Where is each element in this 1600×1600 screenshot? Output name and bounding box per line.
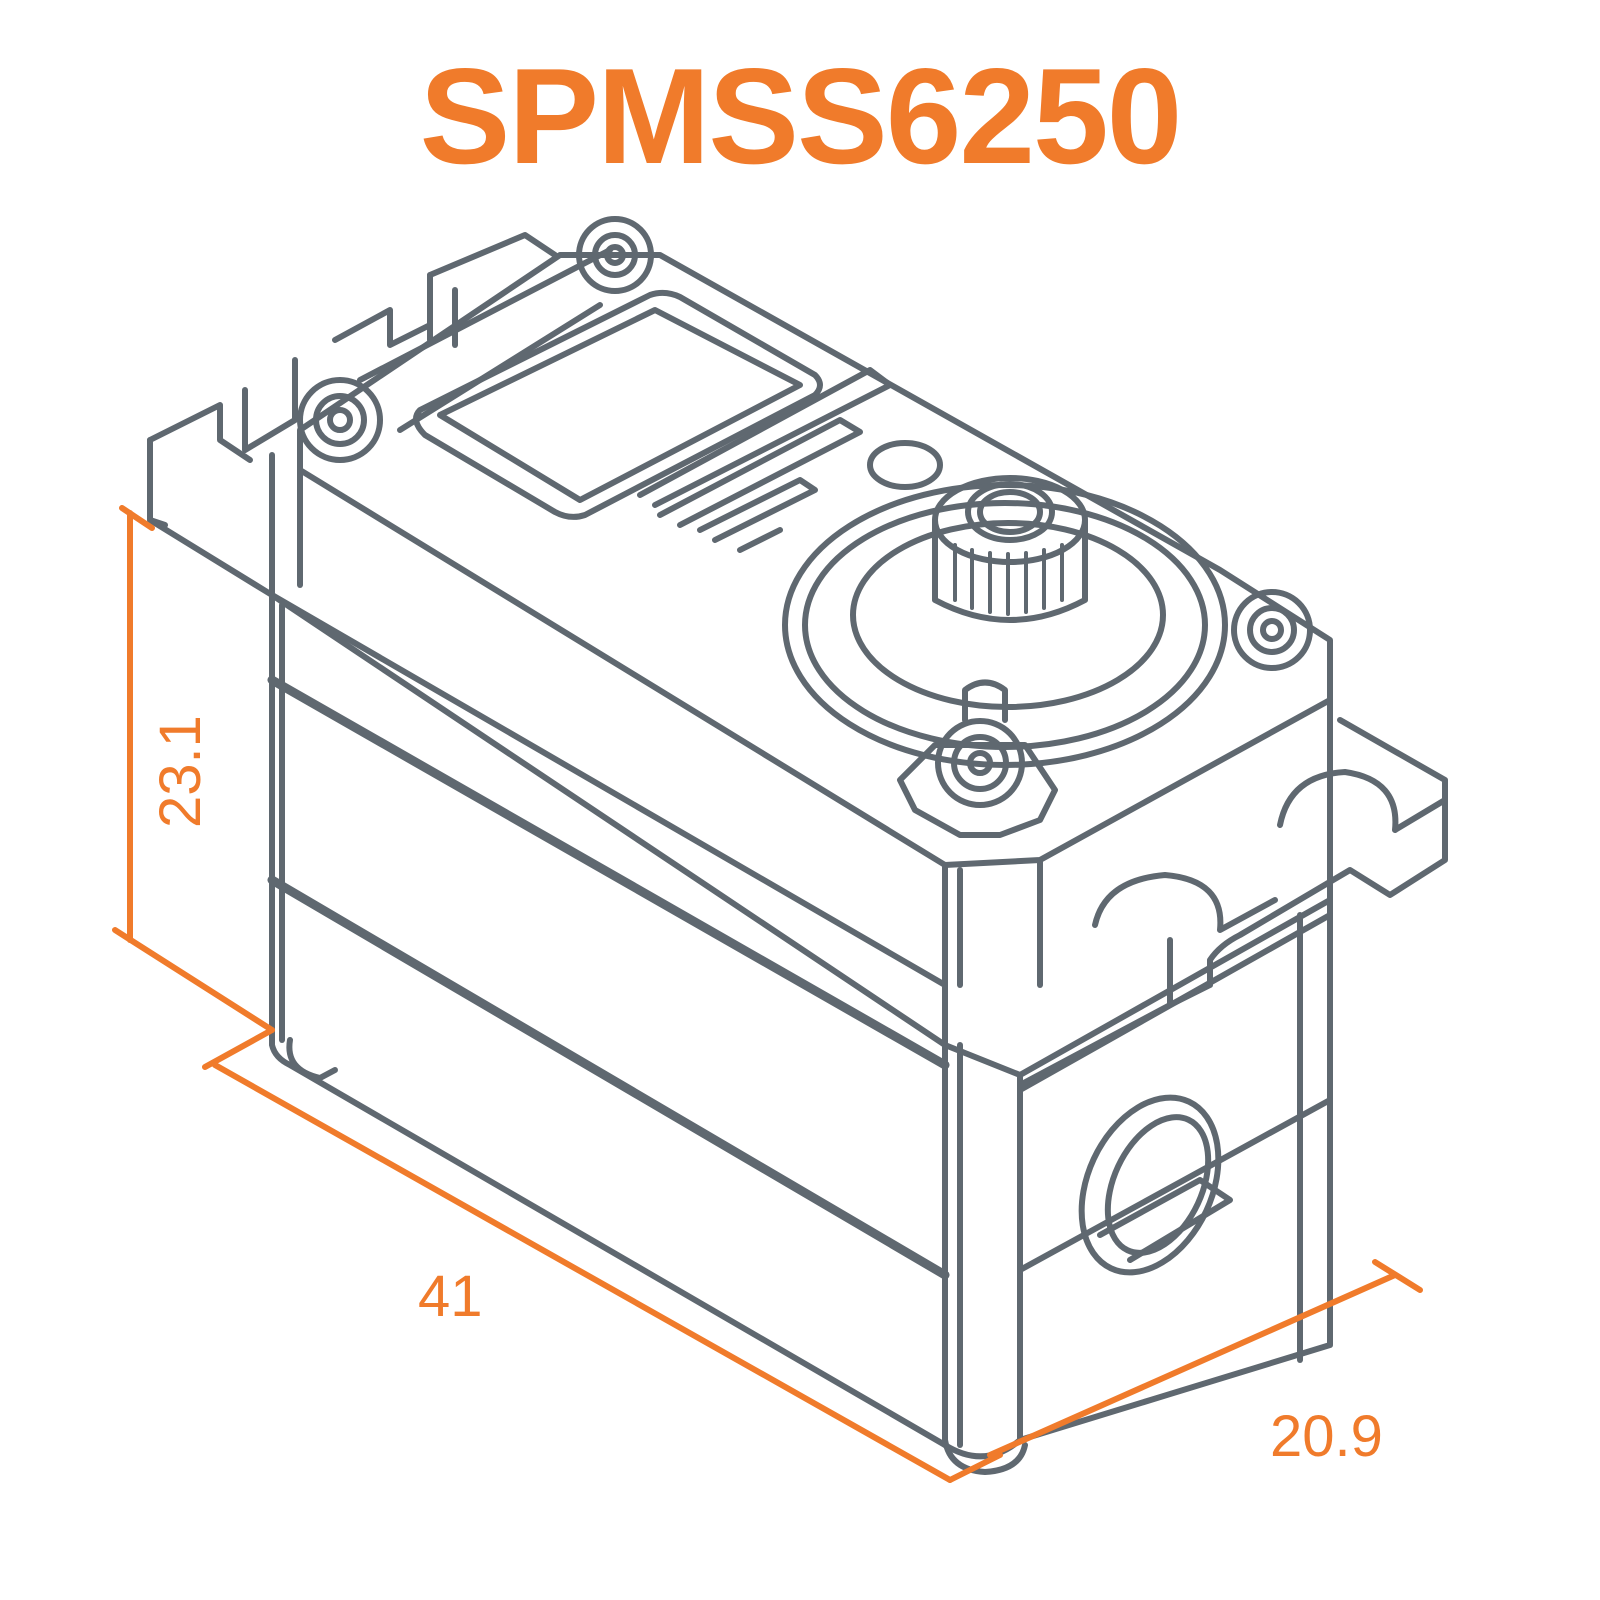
- width-line: [987, 1272, 1398, 1458]
- case-body: [267, 592, 1333, 1475]
- height-extension: [112, 927, 275, 1033]
- label-plate: [413, 289, 893, 553]
- width-tick-end: [1372, 1259, 1423, 1293]
- dimension-lines: [112, 505, 1423, 1483]
- wire-exit: [1078, 1094, 1233, 1276]
- length-dimension-label: 41: [418, 1264, 483, 1329]
- height-dimension-label: 23.1: [148, 715, 213, 828]
- width-dimension-label: 20.9: [1270, 1404, 1383, 1469]
- length-extension: [202, 1027, 275, 1070]
- mounting-tabs: [147, 232, 1448, 1088]
- model-title: SPMSS6250: [419, 40, 1183, 192]
- height-tick-top: [119, 505, 155, 531]
- mounting-screws: [297, 216, 1313, 838]
- length-tick-end: [947, 1452, 1003, 1483]
- length-line: [212, 1062, 953, 1483]
